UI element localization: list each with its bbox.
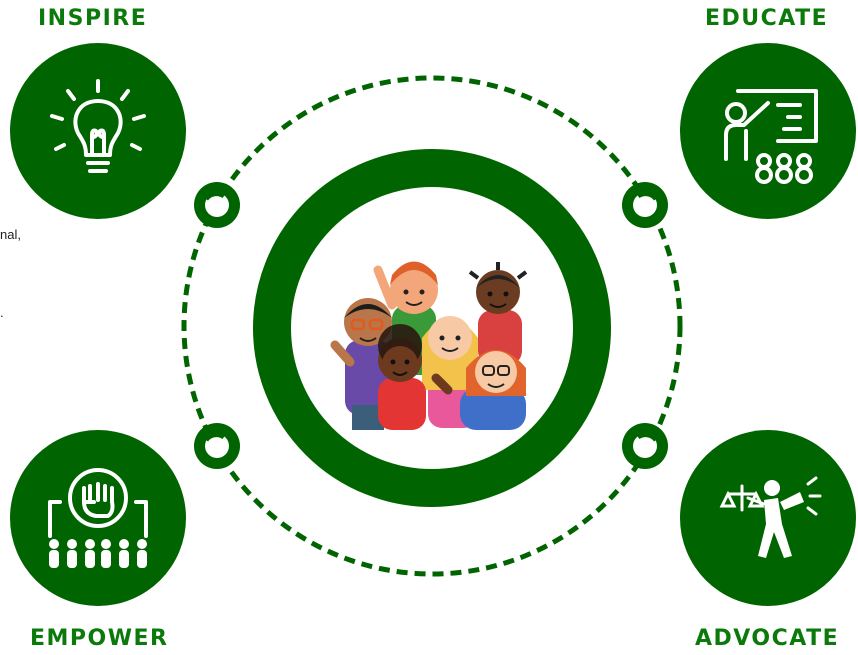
child-dark-puffs (468, 262, 528, 365)
megaphone-justice-icon (719, 476, 822, 558)
label-advocate: ADVOCATE (695, 626, 840, 651)
child-curly-red-shirt (378, 324, 453, 430)
connector-node-bottom-right (622, 423, 668, 469)
inspire-circle (10, 43, 186, 219)
advocate-circle (680, 430, 856, 606)
group-of-children-illustration (330, 261, 528, 430)
teacher-board-icon (724, 89, 818, 184)
educate-circle (680, 43, 856, 219)
side-text-fragment-2: . (0, 305, 4, 320)
connector-node-top-left (194, 182, 240, 228)
side-text-fragment-1: nal, (0, 227, 21, 242)
label-empower: EMPOWER (30, 626, 169, 651)
empower-circle (10, 430, 186, 606)
dashed-orbit-ring (181, 75, 683, 577)
connector-node-top-right (622, 182, 668, 228)
child-glasses-purple (330, 298, 392, 430)
child-blonde (422, 316, 478, 428)
label-educate: EDUCATE (705, 6, 829, 31)
lightbulb-icon (50, 79, 146, 173)
center-ring (253, 149, 611, 507)
connector-node-bottom-left (194, 423, 240, 469)
label-inspire: INSPIRE (38, 6, 148, 31)
raised-fist-crowd-icon (48, 468, 148, 568)
child-red-hair-glasses-blue (460, 350, 526, 430)
